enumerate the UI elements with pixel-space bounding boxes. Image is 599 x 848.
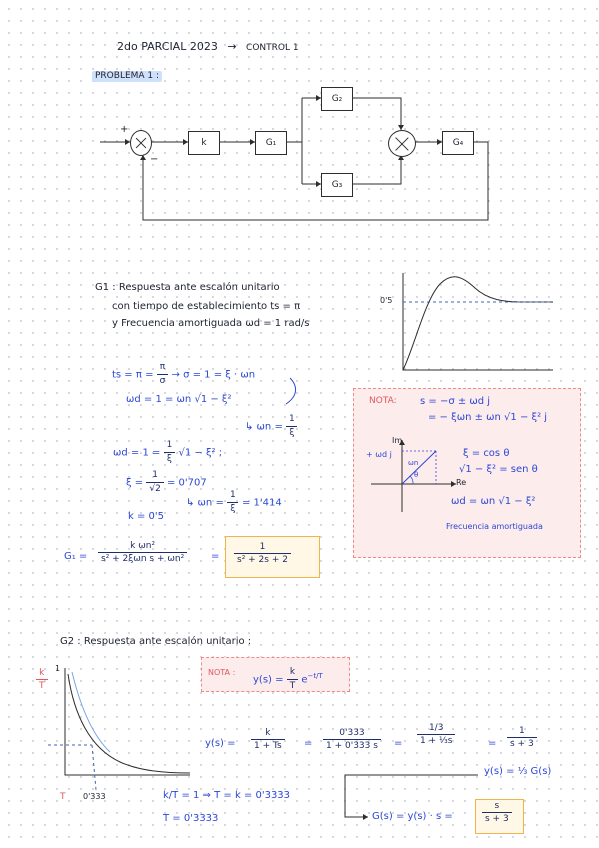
g1-result-box — [225, 536, 320, 578]
note1-eq-d: Frecuencia amortiguada — [446, 522, 543, 531]
g2-x-tick-t: T — [60, 792, 66, 802]
eq5-fraction: 1 ξ — [227, 490, 239, 515]
eq4: ξ = 1 √2 = 0'707 — [126, 470, 207, 495]
note2-expr: y(s) = k T e−t/T — [253, 667, 323, 692]
g2-ys-line: y(s) = ⅓ G(s) — [484, 766, 552, 777]
note2-fraction: k T — [286, 667, 299, 692]
g2-gs-lhs: G(s) = y(s) · s = — [372, 811, 453, 822]
g2-fraction-1: k 1 + Ts — [251, 728, 285, 751]
note1-theta: θ — [414, 471, 419, 479]
block-g2: G₂ — [321, 87, 353, 111]
eq2-lhs: ωd = 1 = ωn √1 − ξ² — [126, 394, 232, 405]
g2-equals-1: = — [304, 738, 313, 749]
note1-axis-im: Im — [392, 436, 403, 445]
g2-fraction-4: 1 s + 3 — [507, 726, 537, 749]
sum-plus-sign: + — [120, 124, 129, 135]
note1-eq-c: ωd = ωn √1 − ξ² — [451, 496, 536, 507]
note1-wdj: + ωd j — [366, 450, 392, 459]
g1-tf-fraction: k ωn² s² + 2ξωn s + ωn² — [98, 541, 188, 564]
note1-eq-b: √1 − ξ² = sen θ — [459, 464, 538, 475]
eq1-fraction: π σ — [156, 362, 169, 387]
eq2-fraction: 1 ξ — [286, 414, 298, 439]
product-junction — [388, 130, 416, 157]
eq3: ωd = 1 = 1 ξ √1 − ξ² ; — [113, 440, 223, 465]
block-k: k — [188, 131, 220, 155]
g2-equals-2: = — [394, 738, 403, 749]
eq6: k = 0'5 — [128, 511, 165, 522]
g2-fraction-3: 1/3 1 + ⅓s — [417, 723, 456, 746]
g1-desc-line3: y Frecuencia amortiguada ωd = 1 rad/s — [112, 318, 310, 329]
note-box-1 — [353, 388, 581, 558]
g1-tf-lhs: G₁ = — [64, 551, 88, 562]
block-g1: G₁ — [255, 131, 287, 155]
g2-fraction-2: 0'333 1 + 0'333 s — [323, 728, 381, 751]
g1-plot-level-label: 0'5 — [380, 296, 393, 305]
g1-desc-line1: G1 : Respuesta ante escalón unitario — [95, 282, 280, 293]
g2-title: G2 : Respuesta ante escalón unitario : — [60, 636, 252, 647]
g2-result-fraction: s s + 3 — [482, 801, 512, 824]
g1-tf-equals: = — [211, 551, 220, 562]
g2-equals-3: = — [488, 738, 497, 749]
note1-wn: ωn — [408, 459, 419, 467]
note1-label: NOTA: — [369, 396, 397, 406]
note1-line2: = − ξωn ± ωn √1 − ξ² j — [428, 412, 548, 423]
g2-eq-lhs: y(s) = — [205, 738, 236, 749]
eq4-fraction: 1 √2 — [146, 470, 164, 495]
header-title: 2do PARCIAL 2023 → CONTROL 1 — [117, 40, 299, 53]
g2-condition-2: T = 0'3333 — [163, 813, 219, 824]
eq5: ↳ ωn = 1 ξ = 1'414 — [186, 490, 282, 515]
g2-y-tick: 1 — [55, 664, 61, 673]
block-g4: G₄ — [442, 131, 474, 155]
note-box-2 — [201, 657, 350, 692]
block-g3: G₃ — [321, 173, 353, 197]
problem-label: PROBLEMA 1 : — [92, 71, 163, 82]
eq1: ts = π = π σ → σ = 1 = ξ · ωn — [112, 362, 256, 387]
note1-eq-a: ξ = cos θ — [463, 448, 510, 459]
g1-desc-line2: con tiempo de establecimiento ts = π — [112, 301, 301, 312]
summing-junction — [130, 130, 152, 156]
note1-axis-re: Re — [456, 478, 467, 487]
g2-result-box — [475, 799, 524, 834]
sum-minus-sign: − — [150, 154, 159, 165]
eq3-fraction: 1 ξ — [163, 440, 176, 465]
g1-result-fraction: 1 s² + 2s + 2 — [234, 542, 291, 565]
note1-line1: s = −σ ± ωd j — [420, 396, 491, 407]
g2-y-label: k T — [36, 668, 48, 691]
g2-condition-1: k/T = 1 ⇒ T = k = 0'3333 — [163, 790, 291, 801]
note2-label: NOTA : — [208, 668, 236, 677]
eq2-result: ↳ ωn = 1 ξ — [245, 414, 298, 439]
g2-x-tick-value: 0'333 — [83, 792, 106, 801]
